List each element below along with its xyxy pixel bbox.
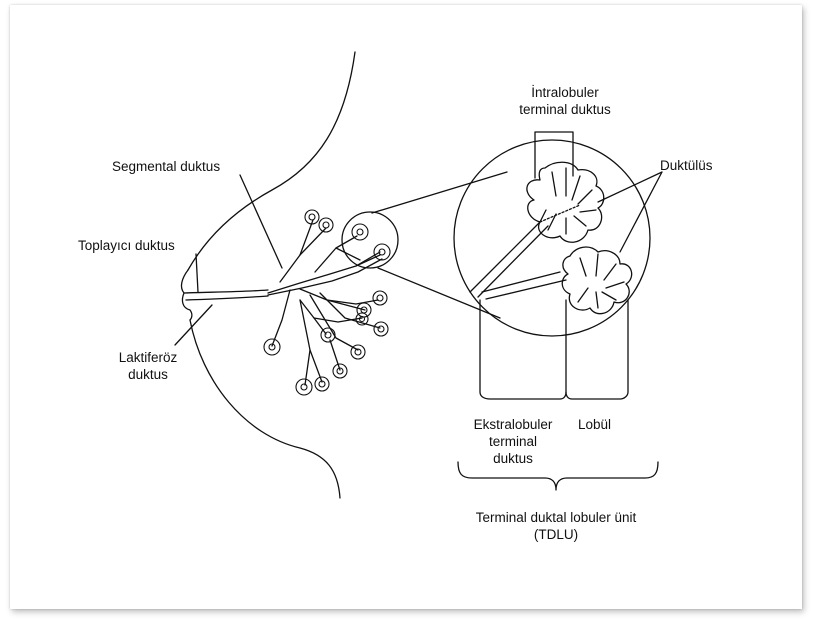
label-intralobular-line1: İntralobuler <box>490 84 640 101</box>
label-lactiferous-line2: duktus <box>108 366 188 383</box>
label-intralobular-line2: terminal duktus <box>490 101 640 118</box>
label-extralobular-duct: Ekstralobuler terminal duktus <box>458 416 568 467</box>
breast-outline-lower <box>190 320 340 498</box>
label-extralobular-line1: Ekstralobuler <box>458 416 568 433</box>
label-lactiferous-duct: Laktiferöz duktus <box>108 349 188 383</box>
label-tdlu-line1: Terminal duktal lobuler ünit <box>430 509 682 526</box>
label-tdlu: Terminal duktal lobuler ünit (TDLU) <box>430 509 682 543</box>
region-brackets <box>480 300 628 399</box>
toplayici-leader <box>196 254 198 292</box>
label-lactiferous-line1: Laktiferöz <box>108 349 188 366</box>
label-intralobular-duct: İntralobuler terminal duktus <box>490 84 640 118</box>
label-extralobular-line3: duktus <box>458 450 568 467</box>
segmental-leader <box>240 175 282 268</box>
nipple <box>181 270 191 320</box>
ductule-pointer <box>598 172 662 252</box>
label-lobule: Lobül <box>578 416 611 433</box>
upper-lobule <box>527 162 604 242</box>
lower-lobule <box>562 247 631 314</box>
label-segmental-duct: Segmental duktus <box>112 158 220 175</box>
intralobular-marker <box>535 132 573 178</box>
label-ductule: Duktülüs <box>660 157 713 174</box>
label-tdlu-line2: (TDLU) <box>430 526 682 543</box>
laktiferoz-leader <box>175 305 212 345</box>
zoom-line-upper <box>372 172 507 213</box>
acini-clusters <box>264 210 390 395</box>
label-collecting-duct: Toplayıcı duktus <box>78 237 175 254</box>
magnified-ducts <box>470 205 580 299</box>
duct-tree <box>184 220 382 385</box>
label-extralobular-line2: terminal <box>458 433 568 450</box>
